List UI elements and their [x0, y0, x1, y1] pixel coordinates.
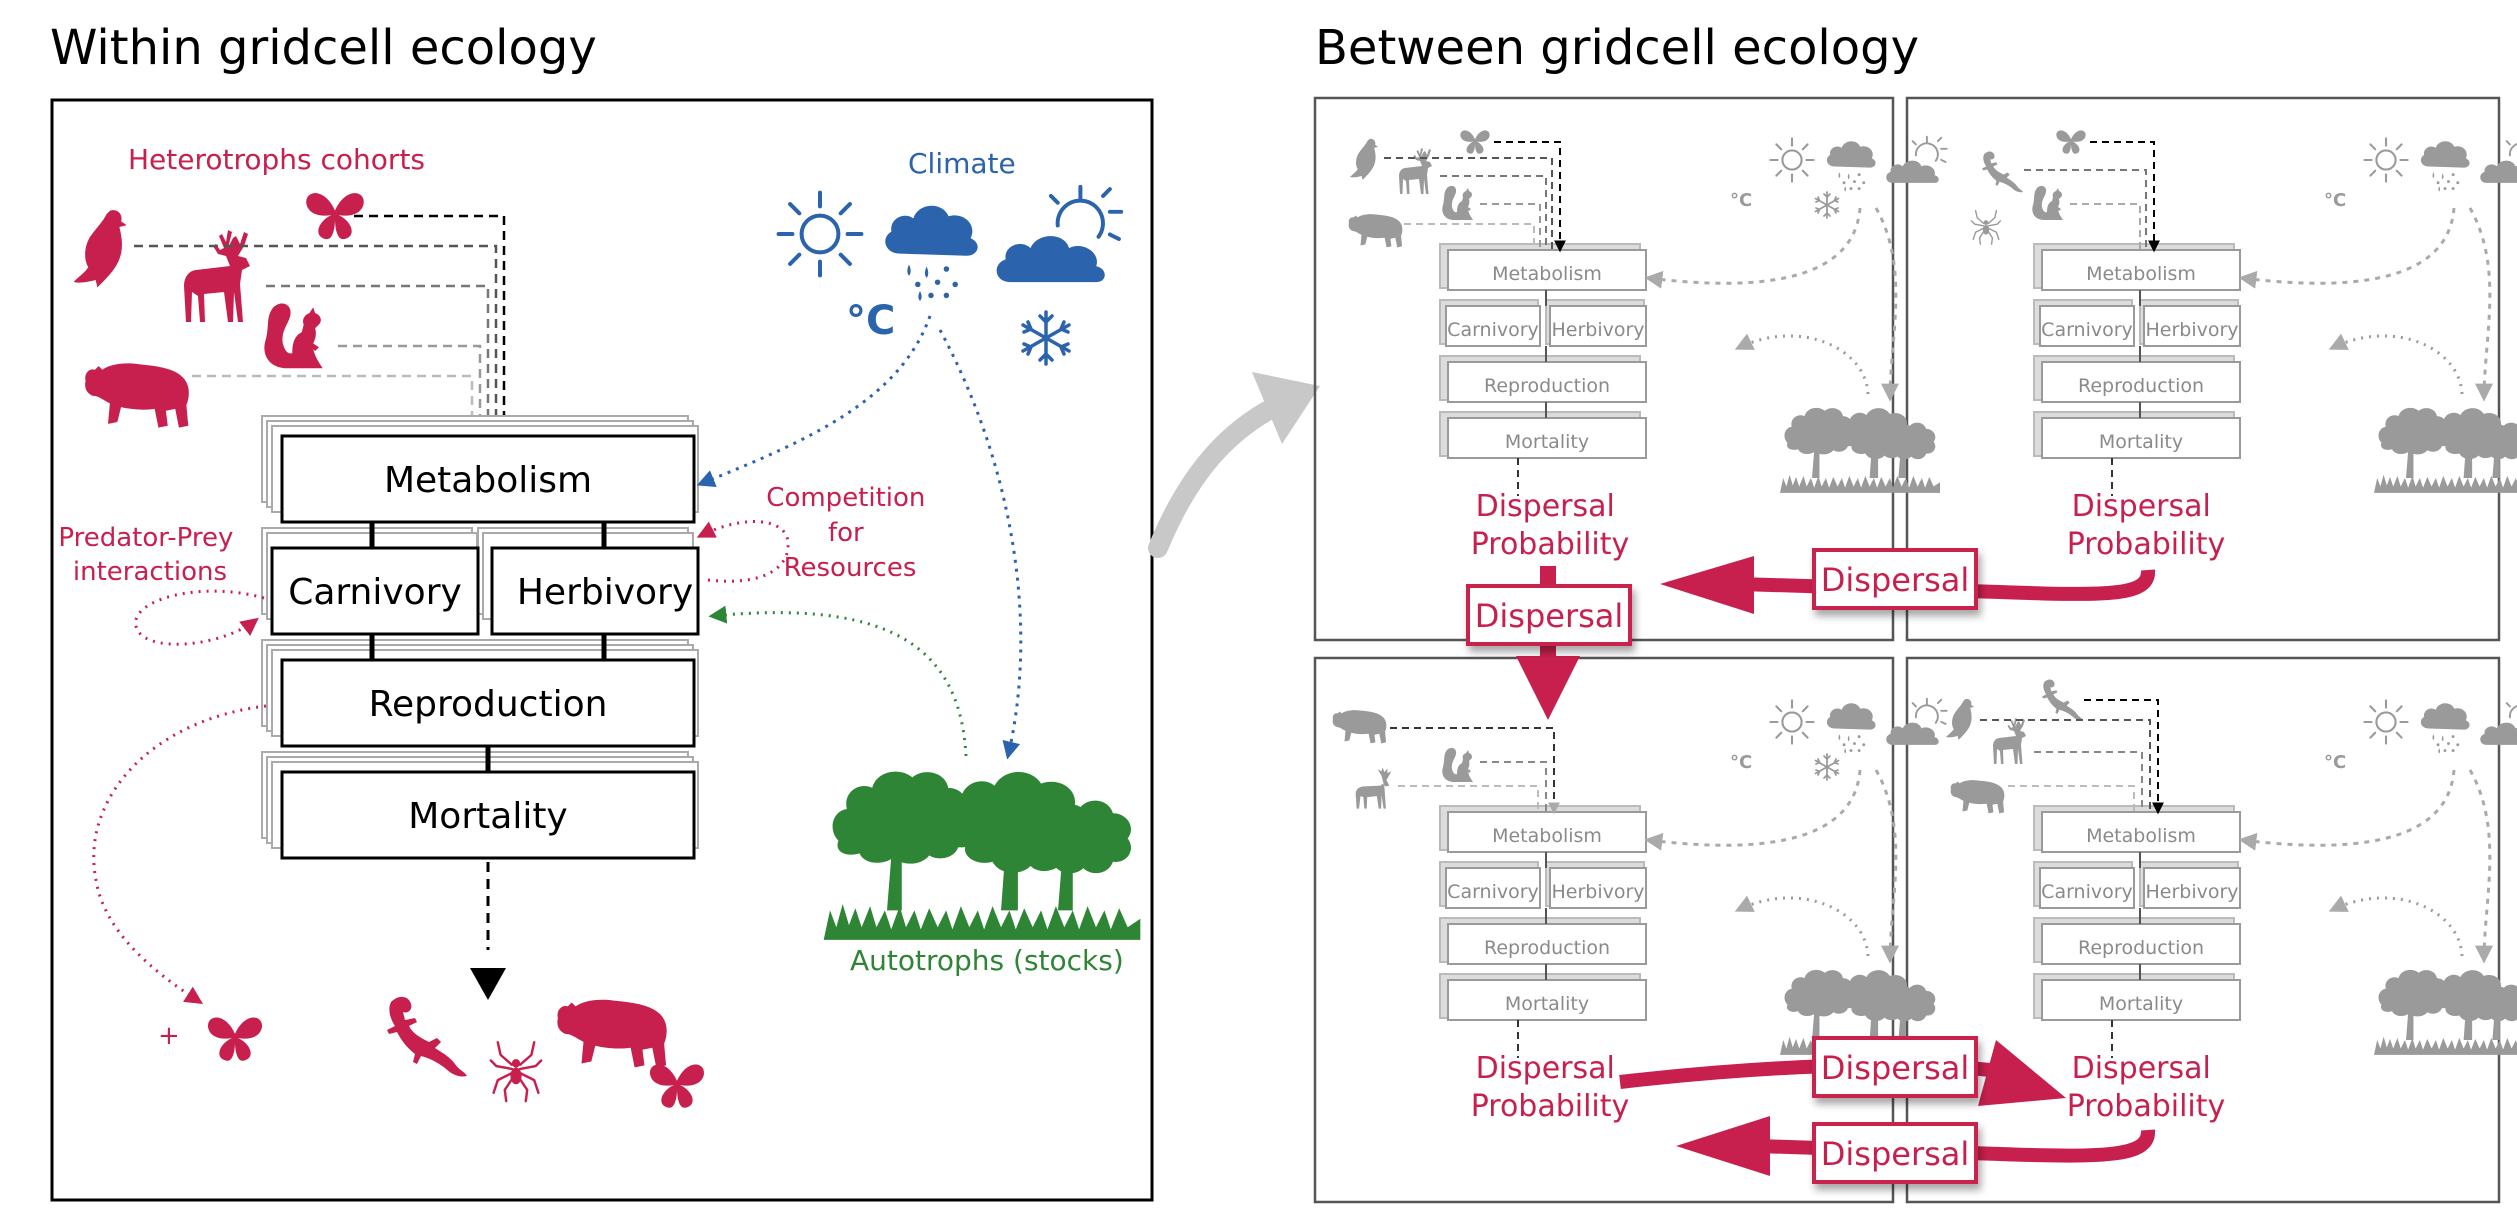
- dispersal-box-bottom-lower: Dispersal: [1821, 1135, 1970, 1173]
- dispersal-boxes: Dispersal Dispersal Dispersal Dispersal: [1466, 548, 1978, 1184]
- svg-text:Carnivory: Carnivory: [2041, 881, 2133, 903]
- gridcell-bottom-left: [1313, 656, 1895, 1204]
- carnivory-box: [270, 546, 480, 636]
- mini-squirrel-icon-tr: [2032, 185, 2063, 220]
- mini-butterfly-icon-tr: [2056, 130, 2086, 154]
- eagle-icon: [73, 210, 127, 288]
- metabolism-box: [280, 434, 696, 524]
- celsius-icon: °C: [846, 298, 895, 344]
- spider-icon: [489, 1040, 543, 1103]
- svg-text:Herbivory: Herbivory: [2145, 319, 2238, 341]
- svg-text:Metabolism: Metabolism: [2086, 263, 2196, 285]
- mini-process-labels: Metabolism Carnivory Herbivory Reproduct…: [1447, 263, 2238, 1015]
- svg-text:Mortality: Mortality: [1505, 993, 1589, 1015]
- mini-moose-icon: [1355, 767, 1392, 809]
- mini-eagle-icon: [1349, 138, 1379, 180]
- mini-deer-icon: [1399, 148, 1432, 194]
- mini-bear-icon-br: [1950, 780, 2005, 814]
- lizard-icon: [387, 996, 467, 1077]
- svg-text:Herbivory: Herbivory: [1551, 881, 1644, 903]
- autotrophs-label: Autotrophs (stocks): [850, 944, 1124, 977]
- dispersal-box-middle: Dispersal: [1475, 597, 1624, 635]
- gridcell-top-right: [1905, 96, 2501, 642]
- mini-eagle-icon-br: [1945, 698, 1975, 740]
- snowflake-icon-tl: [1814, 191, 1840, 219]
- svg-text:Carnivory: Carnivory: [2041, 319, 2133, 341]
- mini-squirrel-icon: [1442, 185, 1473, 220]
- svg-text:Metabolism: Metabolism: [2086, 825, 2196, 847]
- dead-bear-icon: [557, 999, 667, 1068]
- metabolism-label: Metabolism: [384, 460, 592, 501]
- deer-icon: [184, 230, 250, 322]
- gridcell-bottom-right: [1905, 656, 2501, 1204]
- svg-text:Reproduction: Reproduction: [2078, 375, 2204, 397]
- dead-butterfly-icon: [649, 1064, 705, 1108]
- svg-text:Herbivory: Herbivory: [1551, 319, 1644, 341]
- sun-icon: [779, 193, 862, 276]
- mini-butterfly-icon: [1460, 130, 1490, 154]
- celsius-icon-tr: °C: [2324, 190, 2346, 211]
- snowflake-icon-bl: [1814, 753, 1840, 781]
- dispersal-box-bottom-upper: Dispersal: [1821, 1049, 1970, 1087]
- svg-text:Metabolism: Metabolism: [1492, 263, 1602, 285]
- svg-text:Mortality: Mortality: [2099, 431, 2183, 453]
- svg-text:Mortality: Mortality: [1505, 431, 1589, 453]
- mortality-arrowhead: [470, 968, 506, 1000]
- rain-cloud-icon: [885, 205, 978, 301]
- svg-text:Reproduction: Reproduction: [1484, 375, 1610, 397]
- svg-text:Mortality: Mortality: [2099, 993, 2183, 1015]
- trees-icon: [823, 771, 1141, 940]
- mortality-label: Mortality: [408, 796, 568, 837]
- offspring-butterfly-icon: [207, 1017, 263, 1061]
- mini-lizard-icon-br: [2042, 679, 2083, 721]
- celsius-icon-bl: °C: [1730, 752, 1752, 773]
- sun-cloud-icon: [994, 184, 1124, 285]
- title-within-gridcell: Within gridcell ecology: [50, 20, 597, 76]
- carnivory-label: Carnivory: [288, 572, 462, 613]
- mortality-box: [280, 770, 696, 860]
- within-gridcell-panel: [50, 98, 1154, 1202]
- heterotrophs-label: Heterotrophs cohorts: [128, 143, 425, 176]
- process-stack: Metabolism Carnivory Herbivory Reproduct…: [261, 415, 700, 860]
- svg-text:Herbivory: Herbivory: [2145, 881, 2238, 903]
- dispersal-box-top: Dispersal: [1821, 561, 1970, 599]
- snowflake-icon: [1021, 310, 1071, 366]
- mini-deer-icon-br: [1993, 718, 2026, 764]
- celsius-icon-br: °C: [2324, 752, 2346, 773]
- dispersal-probability-tr: Dispersal Probability: [2067, 489, 2226, 562]
- competition-label: Competition for Resources: [766, 483, 933, 583]
- plus-sign: +: [158, 1021, 180, 1051]
- svg-text:Reproduction: Reproduction: [1484, 937, 1610, 959]
- herbivory-box: [490, 546, 700, 636]
- svg-text:Carnivory: Carnivory: [1447, 319, 1539, 341]
- mini-squirrel-icon-bl: [1442, 747, 1473, 782]
- bear-icon: [85, 363, 189, 428]
- dispersal-probability-br: Dispersal Probability: [2067, 1051, 2226, 1124]
- dispersal-probability-tl: Dispersal Probability: [1471, 489, 1630, 562]
- squirrel-icon: [264, 303, 323, 369]
- dispersal-probability-bl: Dispersal Probability: [1471, 1051, 1630, 1124]
- reproduction-label: Reproduction: [369, 684, 608, 725]
- svg-text:Reproduction: Reproduction: [2078, 937, 2204, 959]
- reproduction-box: [280, 658, 696, 748]
- predator-prey-label: Predator-Prey interactions: [58, 523, 241, 587]
- celsius-icon-tl: °C: [1730, 190, 1752, 211]
- mini-bear-icon: [1348, 214, 1403, 248]
- climate-label: Climate: [908, 147, 1016, 180]
- transition-arrow: [1148, 396, 1286, 558]
- svg-text:Metabolism: Metabolism: [1492, 825, 1602, 847]
- mini-lizard-icon: [1982, 151, 2023, 193]
- mini-spider-icon: [1970, 209, 2002, 246]
- title-between-gridcell: Between gridcell ecology: [1315, 20, 1919, 76]
- mini-bear-icon-bl: [1332, 710, 1387, 744]
- svg-text:Carnivory: Carnivory: [1447, 881, 1539, 903]
- herbivory-label: Herbivory: [517, 572, 693, 613]
